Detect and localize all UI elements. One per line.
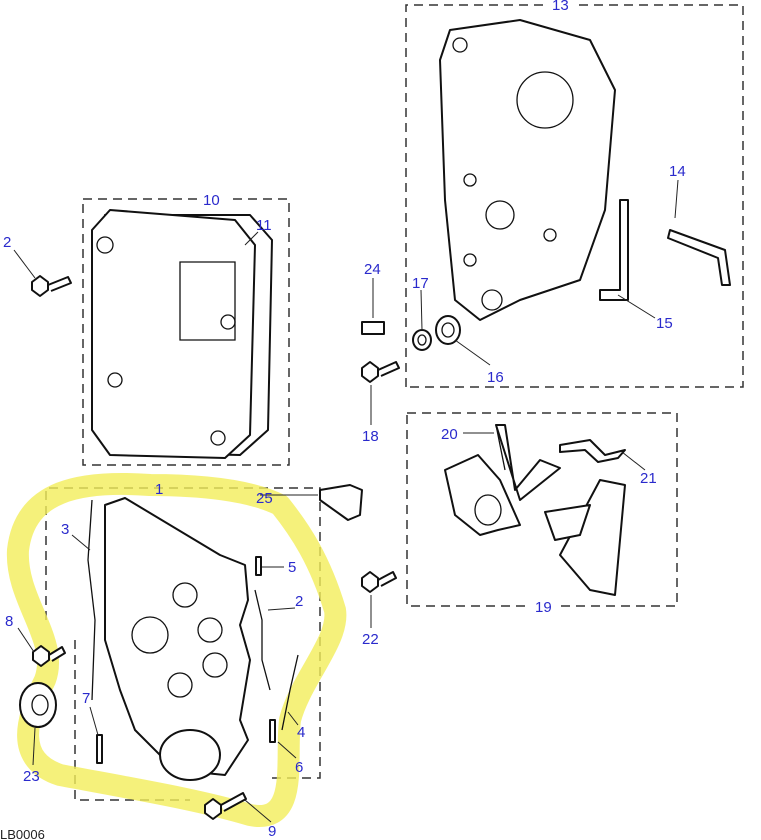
part-1-lower-cover[interactable]	[104, 497, 251, 781]
leader-lines	[13, 179, 679, 823]
part-16-seal[interactable]	[435, 315, 461, 345]
part-3-seal-strip[interactable]	[87, 499, 96, 701]
callout-2-upper[interactable]: 2	[3, 234, 11, 251]
part-25-bracket[interactable]	[319, 484, 363, 521]
callout-9[interactable]: 9	[268, 823, 276, 840]
part-6-dowel[interactable]	[269, 719, 276, 743]
callout-13[interactable]: 13	[552, 0, 569, 14]
callout-18[interactable]: 18	[362, 428, 379, 445]
part-23-pulley[interactable]	[19, 682, 57, 728]
part-14-key[interactable]	[667, 229, 731, 286]
callout-1[interactable]: 1	[155, 481, 163, 498]
part-21-clip[interactable]	[559, 439, 626, 463]
callout-17[interactable]: 17	[412, 275, 429, 292]
callout-7[interactable]: 7	[82, 690, 90, 707]
callout-4[interactable]: 4	[297, 724, 305, 741]
part-5-dowel[interactable]	[255, 556, 262, 576]
part-4-seal-strip[interactable]	[281, 654, 299, 731]
part-2-seal-strip[interactable]	[254, 589, 271, 691]
part-8-bolt[interactable]	[32, 645, 66, 667]
part-10-upper-cover[interactable]	[91, 209, 256, 459]
callout-19[interactable]: 19	[535, 599, 552, 616]
callout-15[interactable]: 15	[656, 315, 673, 332]
group-box-1	[45, 487, 321, 801]
group-box-19	[406, 412, 678, 607]
part-18-bolt[interactable]	[361, 361, 400, 383]
group-box-10	[82, 198, 290, 466]
callout-5[interactable]: 5	[288, 559, 296, 576]
callout-6[interactable]: 6	[295, 759, 303, 776]
part-15-bracket[interactable]	[599, 199, 629, 301]
callout-2-lower[interactable]: 2	[295, 593, 303, 610]
callout-20[interactable]: 20	[441, 426, 458, 443]
part-24-plug[interactable]	[361, 321, 385, 335]
callout-10[interactable]: 10	[203, 192, 220, 209]
callout-11[interactable]: 11	[256, 217, 272, 234]
part-13-rear-cover[interactable]	[439, 19, 616, 321]
callout-22[interactable]: 22	[362, 631, 379, 648]
part-22-bolt[interactable]	[361, 571, 397, 593]
callout-3[interactable]: 3	[61, 521, 69, 538]
part-9-bolt[interactable]	[204, 792, 247, 820]
reference-code: LB0006	[0, 827, 45, 840]
callout-21[interactable]: 21	[640, 470, 657, 487]
part-19-bracket-assembly[interactable]	[444, 424, 626, 596]
callout-8[interactable]: 8	[5, 613, 13, 630]
callout-16[interactable]: 16	[487, 369, 504, 386]
part-2-bolt-upper[interactable]	[31, 275, 72, 297]
part-7-dowel[interactable]	[96, 734, 103, 764]
callout-14[interactable]: 14	[669, 163, 686, 180]
highlight-marker	[6, 472, 347, 827]
callout-23[interactable]: 23	[23, 768, 40, 785]
callout-24[interactable]: 24	[364, 261, 381, 278]
part-20-clip[interactable]	[495, 424, 506, 471]
part-17-seal[interactable]	[412, 329, 432, 351]
callout-25[interactable]: 25	[256, 490, 273, 507]
